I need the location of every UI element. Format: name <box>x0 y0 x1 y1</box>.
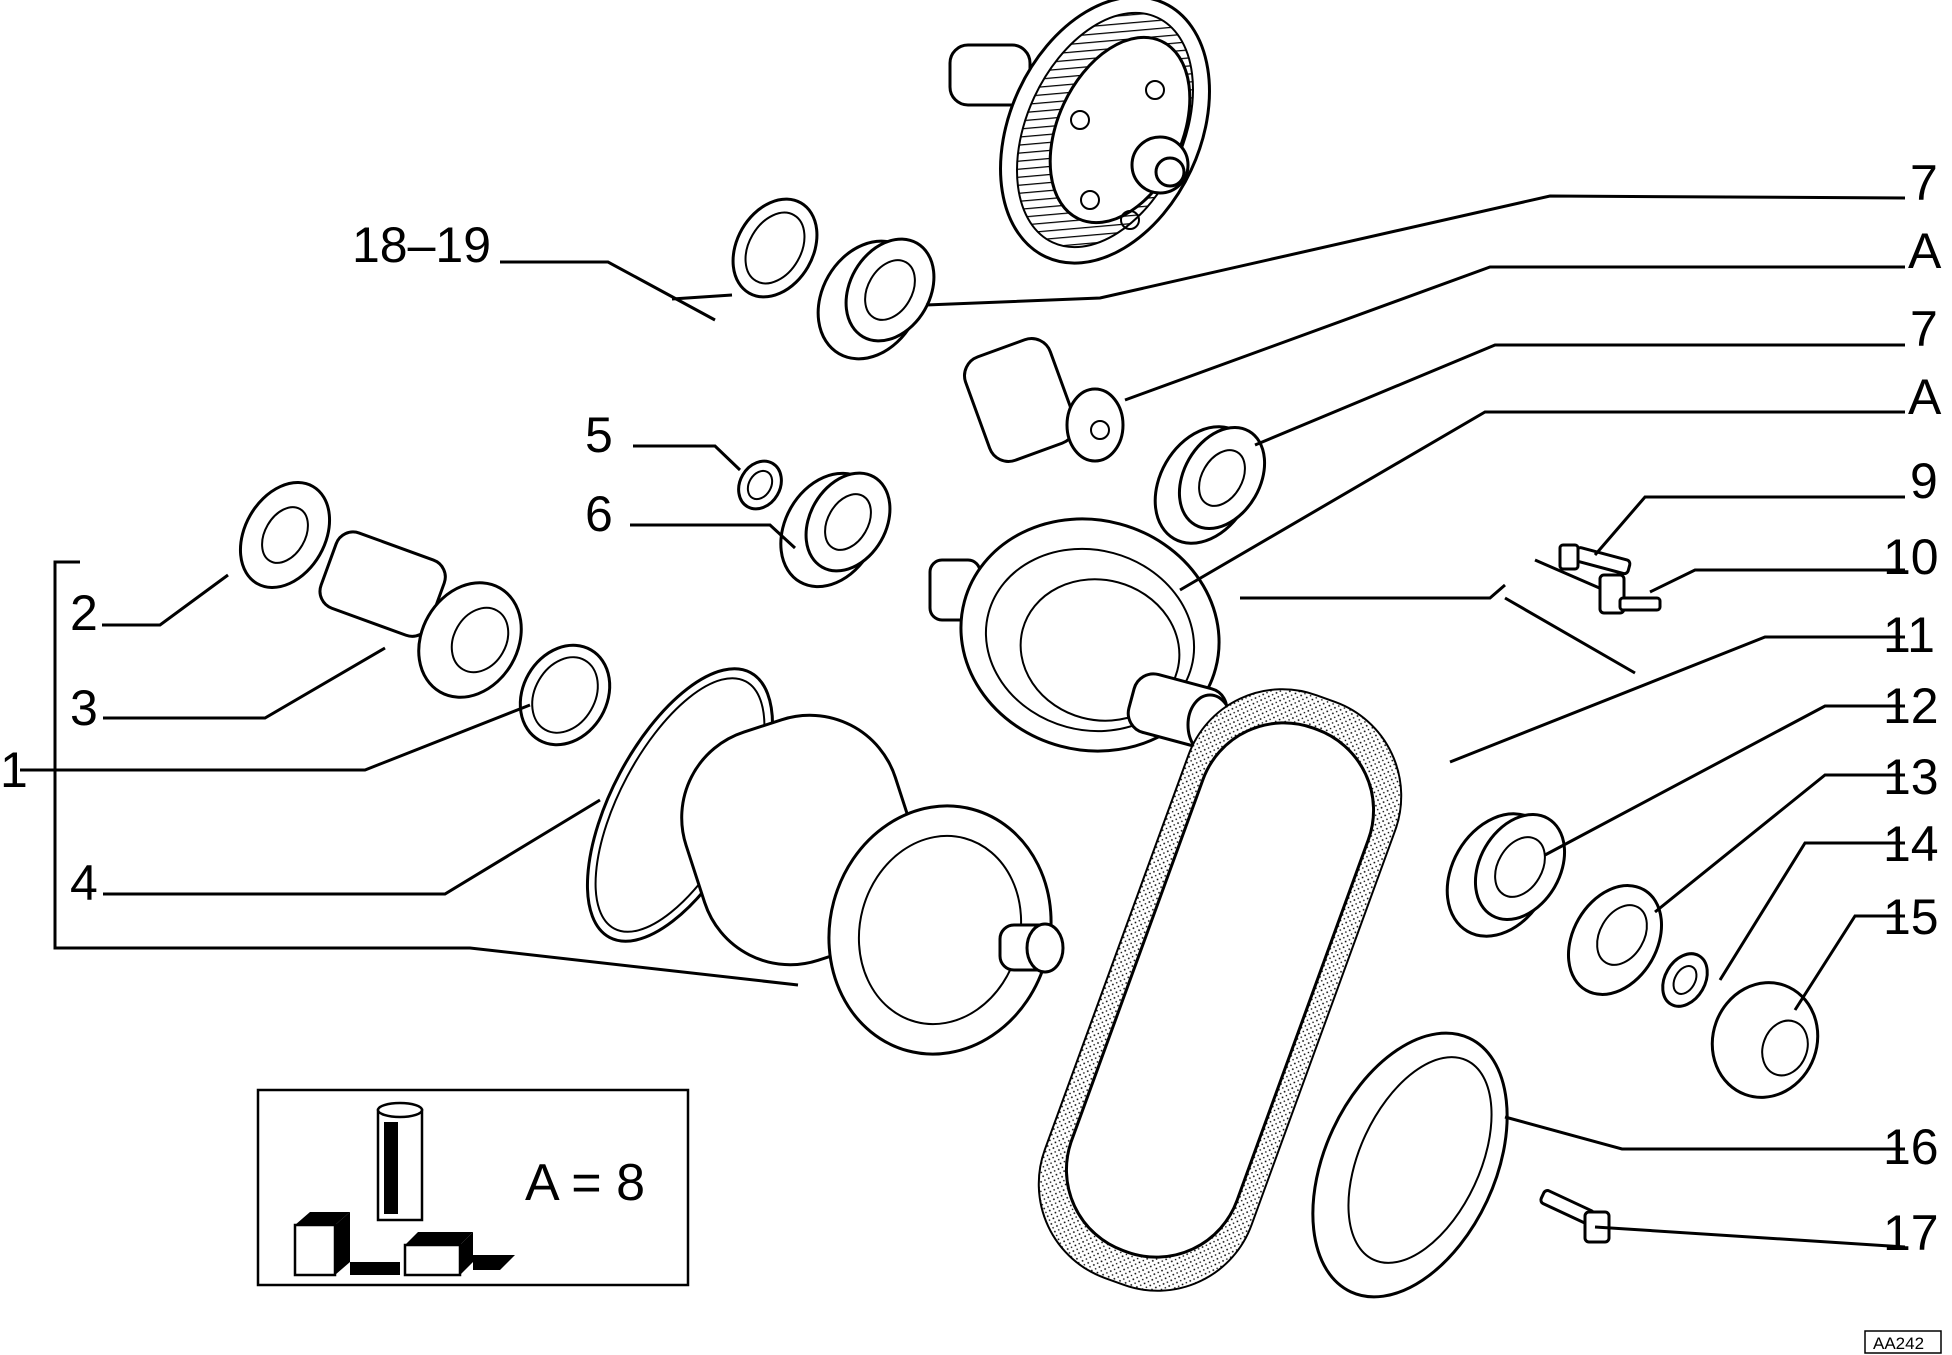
bearing-middle <box>1153 425 1267 545</box>
reference-code-box: AA242 <box>1864 1330 1942 1354</box>
reference-code: AA242 <box>1873 1334 1924 1353</box>
legend-equation: A = 8 <box>525 1154 645 1212</box>
callout-6: 6 <box>585 486 613 542</box>
callout-1: 1 <box>0 742 28 798</box>
drive-shaft <box>318 530 523 699</box>
callout-17: 17 <box>1883 1205 1939 1261</box>
drive-belt <box>1037 688 1403 1292</box>
bearing-right <box>1445 812 1567 938</box>
callout-7-upper: 7 <box>1910 155 1938 211</box>
callout-7-lower: 7 <box>1910 301 1938 357</box>
sleeve-bushing <box>518 643 612 747</box>
pinion-gear-cluster <box>963 337 1125 463</box>
washer-right <box>1661 952 1709 1008</box>
callout-labels: 18–19 7 A 7 A 5 6 9 10 11 12 13 14 15 2 … <box>0 155 1942 1261</box>
end-cap <box>1710 981 1820 1099</box>
callout-12: 12 <box>1883 678 1939 734</box>
snap-ring <box>737 459 783 511</box>
shim-washer <box>731 197 819 299</box>
pulley-cover <box>1311 1031 1509 1299</box>
callout-13: 13 <box>1883 749 1939 805</box>
ring-nut-right <box>1566 884 1664 996</box>
callout-16: 16 <box>1883 1119 1939 1175</box>
leader-lines <box>20 194 1906 1249</box>
callout-a-lower: A <box>1908 369 1942 425</box>
differential-ring-gear <box>948 0 1211 265</box>
bearing-left <box>779 471 892 589</box>
cover-bolt <box>1539 1189 1611 1244</box>
callout-4: 4 <box>70 855 98 911</box>
callout-18-19: 18–19 <box>352 217 491 273</box>
bearing-upper <box>816 237 936 361</box>
lubricant-legend: A = 8 <box>256 1088 690 1287</box>
callout-9: 9 <box>1910 453 1938 509</box>
callout-2: 2 <box>70 585 98 641</box>
fiat-lubricant-containers-icon <box>293 1101 515 1277</box>
callout-15: 15 <box>1883 889 1939 945</box>
screw-and-dowel <box>1534 543 1662 615</box>
callout-a-upper: A <box>1908 223 1942 279</box>
ring-nut-left <box>238 481 332 589</box>
callout-11: 11 <box>1883 607 1935 663</box>
callout-5: 5 <box>585 407 613 463</box>
callout-3: 3 <box>70 680 98 736</box>
callout-10: 10 <box>1883 529 1939 585</box>
drive-pulley <box>680 713 1065 1056</box>
callout-14: 14 <box>1883 816 1939 872</box>
